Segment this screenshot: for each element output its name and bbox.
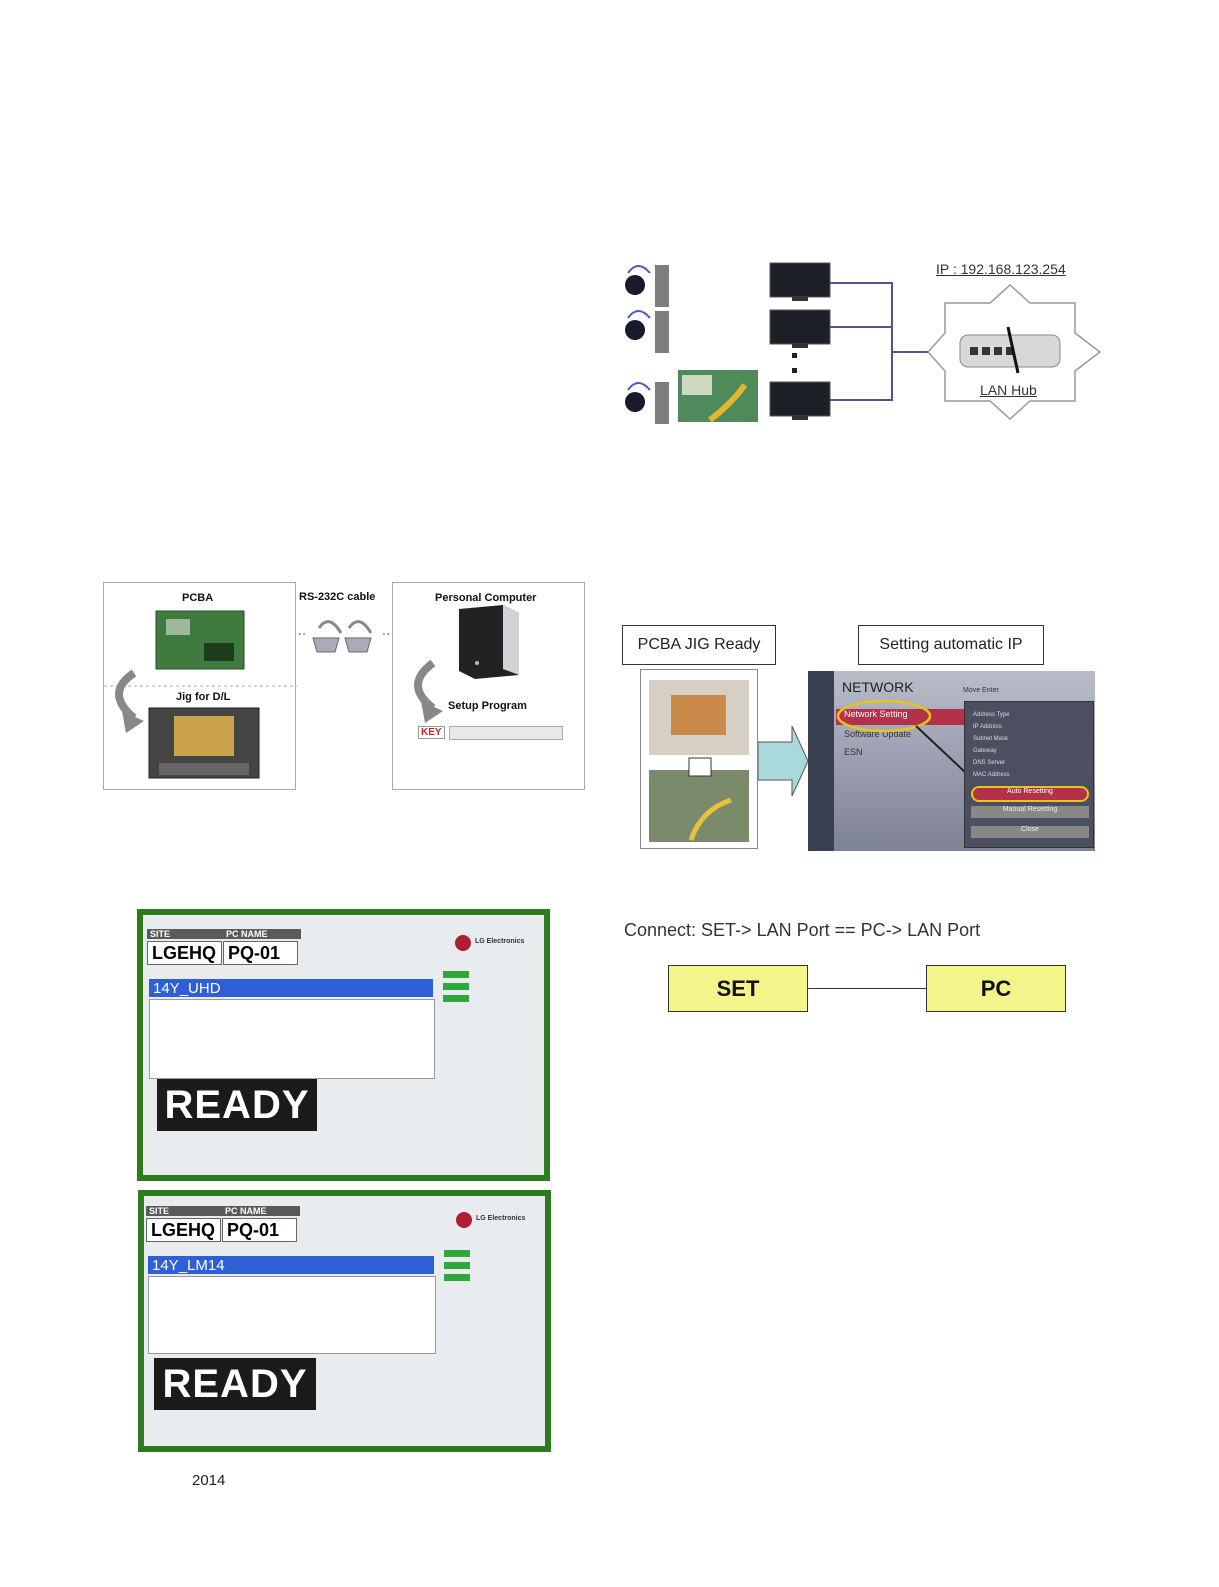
download-tool-window: SITE PC NAME LGEHQ PQ-01 LG Electronics … (143, 915, 544, 1175)
download-tool-window: SITE PC NAME LGEHQ PQ-01 LG Electronics … (144, 1196, 545, 1446)
download-setup-figure: PCBA Jig for D/L RS-232C cable Personal … (103, 582, 585, 792)
pcname-value: PQ-01 (223, 941, 298, 965)
popup-row: MAC Address (973, 772, 1010, 778)
model-bar: 14Y_UHD (149, 979, 433, 997)
tv-icon (769, 262, 831, 420)
status-indicator (444, 1250, 470, 1257)
menu-hint: Move Enter (963, 687, 999, 694)
site-header: SITE (146, 1206, 224, 1216)
auto-resetting-button[interactable]: Auto Resetting (971, 786, 1089, 802)
site-header: SITE (147, 929, 225, 939)
brand-label: LG Electronics (475, 938, 525, 945)
setup-file-entry (449, 726, 563, 740)
site-value: LGEHQ (146, 1218, 221, 1242)
jig-label: Jig for D/L (176, 691, 231, 703)
pc-label: Personal Computer (435, 592, 537, 604)
pcba-panel: PCBA Jig for D/L (103, 582, 297, 790)
popup-row: Subnet Mask (973, 736, 1009, 742)
lg-logo-icon (456, 1212, 472, 1228)
pcba-label: PCBA (182, 592, 214, 604)
site-value: LGEHQ (147, 941, 222, 965)
ready-status: READY (154, 1358, 316, 1410)
popup-row: Address Type (973, 712, 1010, 718)
pcname-header: PC NAME (223, 929, 301, 939)
brand-label: LG Electronics (476, 1215, 526, 1222)
popup-row: Gateway (973, 748, 997, 754)
pc-tower-icon (414, 605, 519, 723)
menu-item-software-update[interactable]: Software Update (844, 729, 912, 739)
status-indicator (443, 983, 469, 990)
status-indicator (444, 1262, 470, 1269)
result-table (148, 1276, 436, 1354)
ready-status: READY (157, 1079, 317, 1131)
network-menu-screen: NETWORK Move Enter Network Setting Softw… (808, 671, 1095, 851)
jig-photo-panel (640, 669, 758, 849)
jig-ready-callout: PCBA JIG Ready (622, 625, 776, 665)
menu-item-esn[interactable]: ESN (844, 747, 863, 757)
setup-program-label: Setup Program (448, 700, 527, 712)
network-popup: Address Type IP Address Subnet Mask Gate… (964, 701, 1094, 848)
network-diagram: IP : 192.168.123.254 LAN Hub (620, 255, 1110, 435)
lan-hub-icon (959, 326, 1061, 374)
set-box: SET (668, 965, 808, 1012)
pc-box: PC (926, 965, 1066, 1012)
lan-hub-label: LAN Hub (980, 382, 1037, 398)
result-table (149, 999, 435, 1079)
connection-line (808, 988, 926, 989)
footer-year: 2014 (192, 1472, 226, 1489)
operator-icon (625, 275, 645, 412)
status-indicator (444, 1274, 470, 1281)
download-screen-photo-2: SITE PC NAME LGEHQ PQ-01 LG Electronics … (138, 1190, 551, 1452)
lg-logo-icon (455, 935, 471, 951)
status-indicator (443, 971, 469, 978)
popup-row: DNS Server (973, 760, 1006, 766)
key-logo: KEY (418, 726, 445, 739)
network-diagram-graphic (625, 262, 1102, 424)
pc-panel: Personal Computer Setup Program KEY (392, 582, 585, 790)
download-screen-photo-1: SITE PC NAME LGEHQ PQ-01 LG Electronics … (137, 909, 550, 1181)
status-indicator (443, 995, 469, 1002)
arrow-right-icon (758, 726, 808, 796)
popup-row: IP Address (973, 724, 1002, 730)
menu-item-network-setting[interactable]: Network Setting (836, 709, 964, 725)
menu-sidebar (808, 671, 834, 851)
connection-caption: Connect: SET-> LAN Port == PC-> LAN Port (624, 920, 981, 940)
close-button[interactable]: Close (971, 826, 1089, 838)
model-bar: 14Y_LM14 (148, 1256, 434, 1274)
cable-label: RS-232C cable (299, 591, 376, 603)
pcname-header: PC NAME (222, 1206, 300, 1216)
menu-title: NETWORK (842, 679, 914, 695)
ip-address-label: IP : 192.168.123.254 (936, 261, 1066, 277)
manual-resetting-button[interactable]: Manual Resetting (971, 806, 1089, 818)
serial-cable-icon (299, 620, 389, 653)
auto-ip-callout: Setting automatic IP (858, 625, 1044, 665)
pcname-value: PQ-01 (222, 1218, 297, 1242)
